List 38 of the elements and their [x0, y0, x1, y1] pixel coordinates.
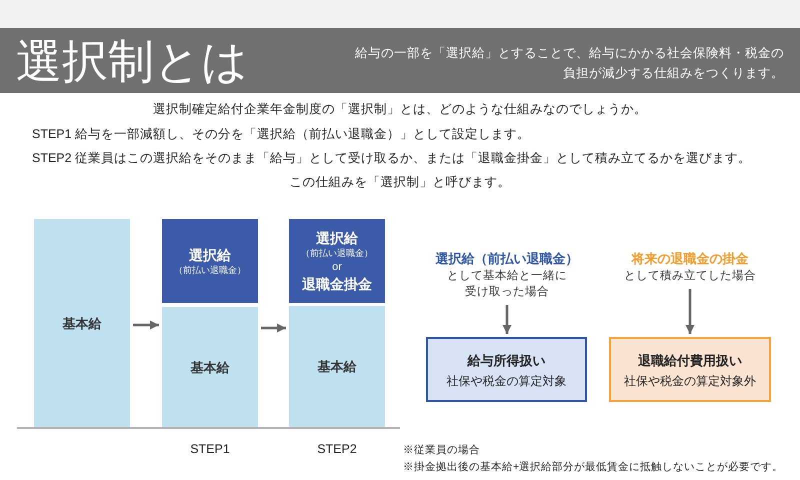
- step-description: STEP1 給与を一部減額し、その分を「選択給（前払い退職金）」として設定します。: [32, 126, 530, 143]
- bar-label: 基本給: [318, 358, 356, 375]
- summary-text: この仕組みを「選択制」と呼びます。: [290, 174, 510, 191]
- arrow: [133, 320, 159, 330]
- step-label: STEP1: [190, 441, 230, 458]
- footnote: ※掛金拠出後の基本給+選択給部分が最低賃金に抵触しないことが必要です。: [403, 460, 784, 475]
- bar-label: 選択給: [189, 246, 231, 264]
- footnote: ※従業員の場合: [403, 443, 480, 458]
- case-heading: 将来の退職金の掛金: [632, 250, 748, 268]
- base-salary-bar: [34, 219, 130, 427]
- card-text: 社保や税金の算定対象外: [624, 372, 756, 390]
- result-card: [609, 337, 771, 402]
- card-heading: 給与所得扱い: [468, 352, 546, 370]
- bar-label: 基本給: [190, 358, 230, 376]
- bar-label: 基本給: [62, 314, 102, 332]
- bar-label: 退職金掛金: [302, 275, 372, 293]
- arrow: [502, 305, 512, 334]
- page-title: 選択制とは: [16, 34, 248, 89]
- case-description: として基本給と一緒に受け取った場合: [446, 268, 568, 300]
- case-description: として積み立てした場合: [624, 268, 756, 284]
- conjunction-text: or: [332, 260, 342, 275]
- step-description: STEP2 従業員はこの選択給をそのまま「給与」として受け取るか、または「退職金掛金」として積み立てるかを選びます。: [32, 150, 752, 167]
- step-label: STEP2: [317, 441, 357, 458]
- base-salary-bar: [162, 307, 258, 427]
- header-subtitle: 給与の一部を「選択給」とすることで、給与にかかる社会保険料・税金の負担が減少する仕組みをつくります。: [354, 45, 784, 82]
- result-card: [426, 337, 587, 402]
- selected-pay-bar: [289, 219, 385, 303]
- bar-label: 選択給: [316, 229, 358, 247]
- selected-pay-bar: [162, 219, 258, 303]
- card-text: 社保や税金の算定対象: [446, 372, 566, 390]
- bar-sublabel: （前払い退職金）: [174, 264, 246, 276]
- card-heading: 退職給付費用扱い: [638, 352, 742, 370]
- bar-sublabel: （前払い退職金）: [301, 247, 373, 260]
- case-heading: 選択給（前払い退職金）: [436, 250, 578, 268]
- arrow: [261, 324, 286, 332]
- arrow: [686, 289, 694, 334]
- intro-text: 選択制確定給付企業年金制度の「選択制」とは、どのような仕組みなのでしょうか。: [153, 101, 647, 118]
- base-salary-bar: [289, 306, 385, 427]
